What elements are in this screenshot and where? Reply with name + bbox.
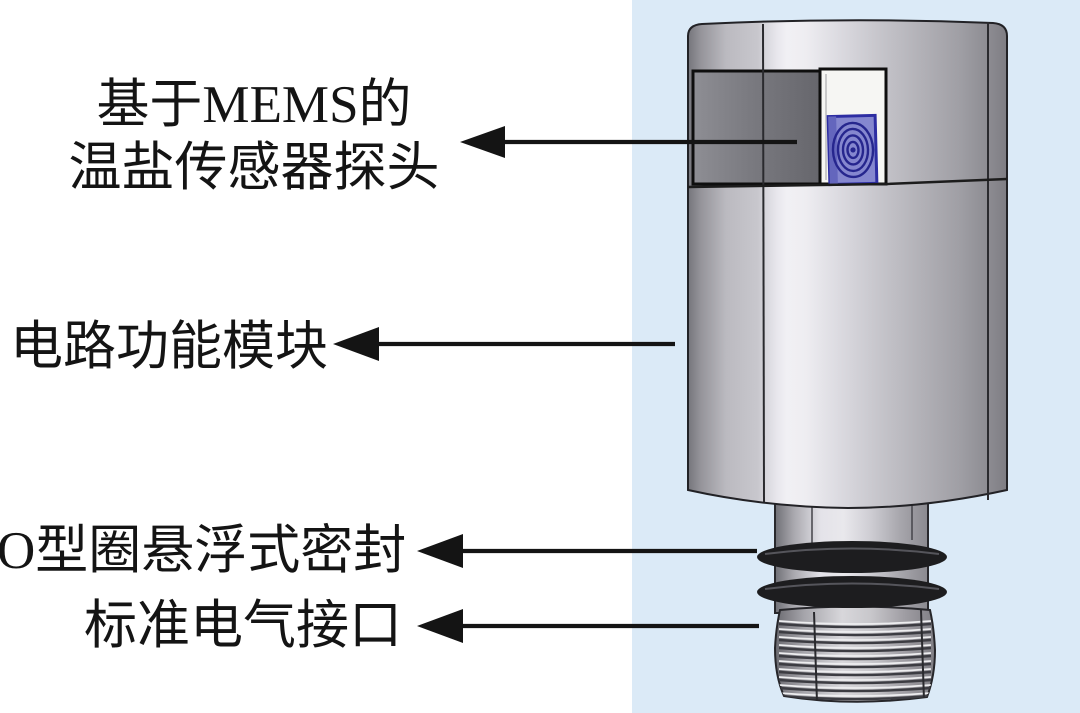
o-ring-lower [757,576,947,608]
label-mems-probe: 基于MEMS的 温盐传感器探头 [30,74,478,200]
sensor-recess [691,69,822,186]
body-seam-left [762,23,765,503]
label-oring-seal: O型圈悬浮式密封 [0,522,407,580]
arrow-oring-seal [417,534,757,568]
label-mems-probe-line2: 温盐传感器探头 [68,139,440,197]
label-mems-probe-line1: 基于MEMS的 [96,76,412,134]
thread-ridges [777,609,933,702]
mems-chip [826,113,879,187]
mems-chip-center-dot [850,147,856,153]
sensor-device [687,19,1008,703]
arrow-mems-probe [460,126,797,158]
o-ring-lower-highlight [764,582,940,590]
arrow-circuit-module [333,327,675,361]
label-circuit-module: 电路功能模块 [10,318,328,376]
o-ring-upper-highlight [764,547,940,555]
body-seam-horizontal [687,177,1008,189]
o-ring-upper [757,541,947,573]
annotation-arrows [333,126,797,643]
label-electrical-interface: 标准电气接口 [84,597,402,655]
mems-chip-rings [831,121,875,179]
arrow-electrical-interface [417,609,759,643]
thread-seam-lines [813,609,925,702]
